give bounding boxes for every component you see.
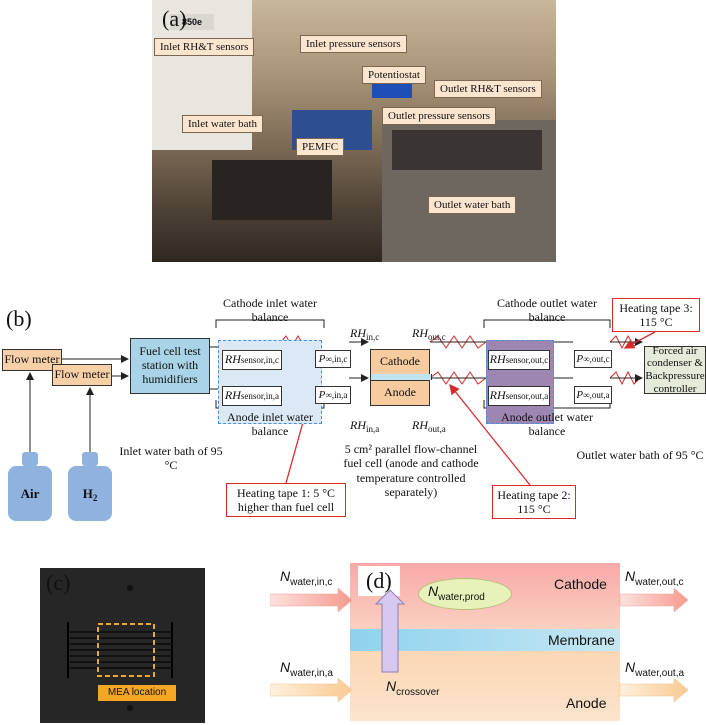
anode-inlet-balance: Anode inlet water balance	[227, 410, 313, 439]
membrane-layer-label: Membrane	[548, 632, 615, 648]
potentiostat-unit	[372, 80, 412, 98]
rh-in-a-label: RHin,a	[350, 418, 380, 434]
n-water-out-c-label: Nwater,out,c	[625, 568, 684, 588]
anode-box: Anode	[370, 380, 430, 406]
mea-location-label: MEA location	[98, 685, 176, 701]
panel-label-c: (c)	[46, 570, 71, 595]
flow-meter-h2: Flow meter	[52, 364, 112, 386]
table-shadow	[212, 160, 332, 220]
n-water-in-c-label: Nwater,in,c	[280, 568, 333, 588]
equipment-label: 850e	[170, 14, 214, 30]
callout-pemfc: PEMFC	[296, 138, 345, 156]
h2-tank-valve	[82, 452, 98, 466]
callout-inlet-bath: Inlet water bath	[182, 115, 264, 133]
cathode-layer-label: Cathode	[554, 576, 607, 592]
membrane-layer	[350, 629, 620, 651]
air-tank-valve	[22, 452, 38, 466]
panel-label-b: (b)	[6, 306, 32, 331]
heating-tape-2: Heating tape 2: 115 °C	[492, 485, 576, 519]
h2-tank-label: H2	[82, 486, 98, 503]
p-out-c: P∞,out,c	[574, 350, 612, 368]
n-water-out-a-label: Nwater,out,a	[625, 659, 685, 679]
membrane-strip	[370, 374, 432, 380]
p-in-a: P∞,in,a	[315, 386, 351, 404]
water-flow-arrows	[270, 587, 689, 703]
anode-layer-label: Anode	[566, 695, 607, 711]
callout-potentiostat: Potentiostat	[362, 66, 426, 84]
air-tank-label: Air	[20, 486, 40, 501]
fuel-cell-description: 5 cm² parallel flow-channel fuel cell (a…	[343, 442, 479, 500]
panel-label-a: (a)	[162, 6, 187, 31]
air-tank: Air	[8, 452, 52, 521]
n-water-prod-label: Nwater,prod	[428, 583, 485, 603]
condenser-box: Forced air condenser & Backpressure cont…	[644, 344, 706, 395]
flow-meter-air: Flow meter	[2, 349, 62, 371]
heating-tape-1: Heating tape 1: 5 °C higher than fuel ce…	[226, 483, 346, 517]
setup-photo: 850e (a) Inlet RH&T sensors Inlet pressu…	[152, 0, 556, 262]
outlet-bath-label: Outlet water bath of 95 °C	[576, 448, 704, 462]
callout-outlet-rht: Outlet RH&T sensors	[434, 80, 542, 98]
callout-outlet-pressure: Outlet pressure sensors	[382, 107, 497, 125]
n-water-in-a-label: Nwater,in,a	[280, 659, 333, 679]
rh-out-c-label: RHout,c	[412, 326, 446, 342]
cathode-inlet-balance: Cathode inlet water balance	[223, 296, 317, 325]
water-prod-bubble	[418, 578, 512, 610]
flow-channels	[67, 585, 173, 711]
callout-inlet-pressure: Inlet pressure sensors	[300, 35, 407, 53]
outlet-bath-lid	[392, 130, 542, 170]
cathode-outlet-balance: Cathode outlet water balance	[497, 296, 597, 325]
heating-tape-3: Heating tape 3: 115 °C	[612, 298, 700, 332]
panel-label-d: (d)	[358, 566, 400, 596]
inlet-bath-label: Inlet water bath of 95 °C	[119, 444, 223, 473]
flow-field-photo: (c) MEA location	[40, 568, 205, 723]
test-station: Fuel cell test station with humidifiers	[130, 338, 210, 394]
h2-tank: H2	[68, 452, 112, 521]
p-in-c: P∞,in,c	[315, 350, 351, 368]
callout-outlet-bath: Outlet water bath	[428, 196, 517, 214]
cathode-box: Cathode	[370, 349, 430, 375]
callout-inlet-rht: Inlet RH&T sensors	[154, 38, 255, 56]
p-out-a: P∞,out,a	[574, 386, 612, 404]
n-crossover-label: Ncrossover	[386, 678, 440, 698]
anode-outlet-balance: Anode outlet water balance	[501, 410, 593, 439]
rh-out-a-label: RHout,a	[412, 418, 446, 434]
rh-in-c-label: RHin,c	[350, 326, 380, 342]
